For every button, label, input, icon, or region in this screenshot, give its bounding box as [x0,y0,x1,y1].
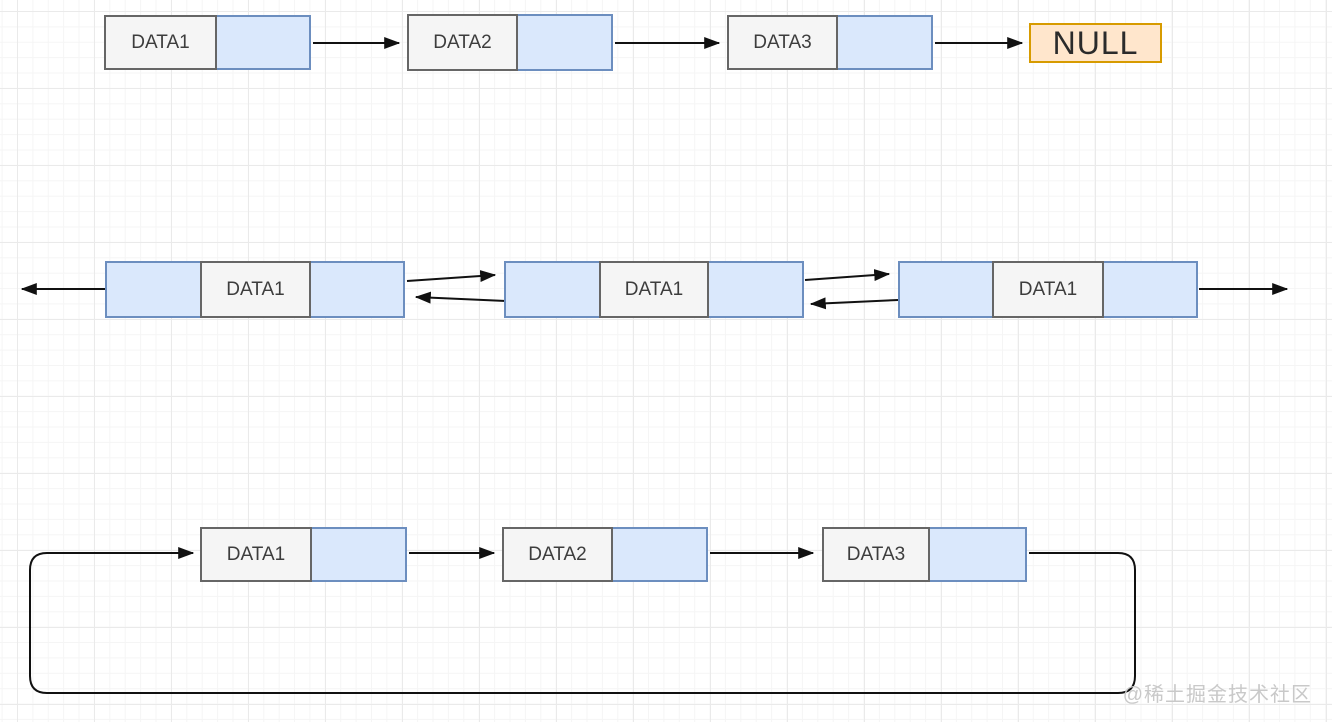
node-data-cell: DATA3 [822,527,930,582]
node-pointer-cell [312,527,407,582]
node-prev-pointer-cell [504,261,599,318]
node-pointer-cell [613,527,708,582]
node-data-cell: DATA1 [200,261,311,318]
doubly-node-3: DATA1 [898,261,1198,318]
singly-node-3: DATA3 [727,15,933,70]
node-next-pointer-cell [709,261,804,318]
node-data-cell: DATA2 [502,527,613,582]
doubly-gap1-next-arrow [406,270,497,282]
node-pointer-cell [217,15,311,70]
node-data-cell: DATA1 [200,527,312,582]
node-data-cell: DATA2 [407,14,518,71]
node-data-cell: DATA1 [599,261,709,318]
watermark: @稀土掘金技术社区 [1122,684,1312,706]
null-terminator: NULL [1029,23,1162,63]
circular-node-1: DATA1 [200,527,407,582]
node-next-pointer-cell [311,261,405,318]
doubly-gap2-prev-arrow [809,297,899,310]
doubly-gap1-prev-arrow [414,291,507,304]
node-data-cell: DATA1 [104,15,217,70]
circular-node-3: DATA3 [822,527,1027,582]
singly-node-1: DATA1 [104,15,311,70]
node-pointer-cell [838,15,933,70]
node-pointer-cell [930,527,1027,582]
doubly-gap2-next-arrow [804,269,891,282]
node-data-cell: DATA1 [992,261,1104,318]
node-next-pointer-cell [1104,261,1198,318]
node-prev-pointer-cell [898,261,992,318]
node-pointer-cell [518,14,613,71]
node-data-cell: DATA3 [727,15,838,70]
doubly-node-2: DATA1 [504,261,804,318]
singly-node-2: DATA2 [407,14,613,71]
node-prev-pointer-cell [105,261,200,318]
doubly-node-1: DATA1 [105,261,405,318]
circular-node-2: DATA2 [502,527,708,582]
